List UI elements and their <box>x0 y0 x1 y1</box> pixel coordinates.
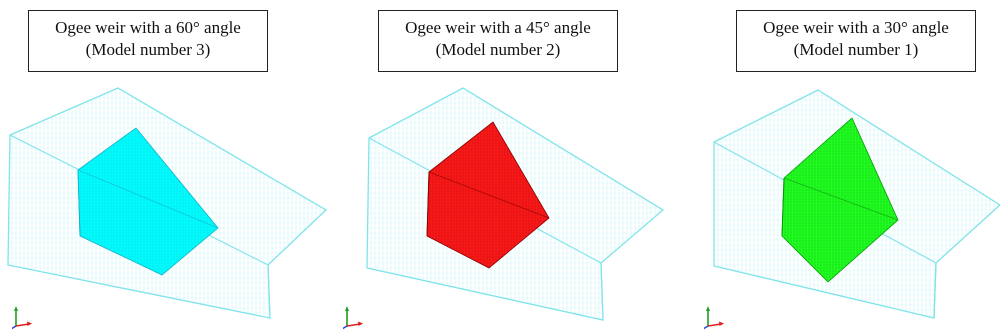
weir-3d-mesh <box>713 89 1000 319</box>
panel-model-3: Ogee weir with a 60° angle (Model number… <box>0 0 333 334</box>
axis-triad-icon <box>702 304 728 335</box>
title-angle: Ogee weir with a 60° angle <box>55 18 241 37</box>
weir-block <box>426 121 550 269</box>
panel-title: Ogee weir with a 60° angle (Model number… <box>28 10 268 72</box>
weir-3d-mesh <box>366 87 665 321</box>
weir-block <box>781 117 899 283</box>
panel-title: Ogee weir with a 45° angle (Model number… <box>378 10 618 72</box>
panel-model-2: Ogee weir with a 45° angle (Model number… <box>333 0 666 334</box>
panel-title: Ogee weir with a 30° angle (Model number… <box>736 10 976 72</box>
axis-triad-icon <box>341 304 367 335</box>
title-angle: Ogee weir with a 30° angle <box>763 18 949 37</box>
title-angle: Ogee weir with a 45° angle <box>405 18 591 37</box>
title-model-number: (Model number 3) <box>85 40 211 59</box>
title-model-number: (Model number 1) <box>793 40 919 59</box>
panel-model-1: Ogee weir with a 30° angle (Model number… <box>666 0 1000 334</box>
axis-triad-icon <box>10 304 36 335</box>
title-model-number: (Model number 2) <box>435 40 561 59</box>
weir-3d-mesh <box>7 87 328 319</box>
